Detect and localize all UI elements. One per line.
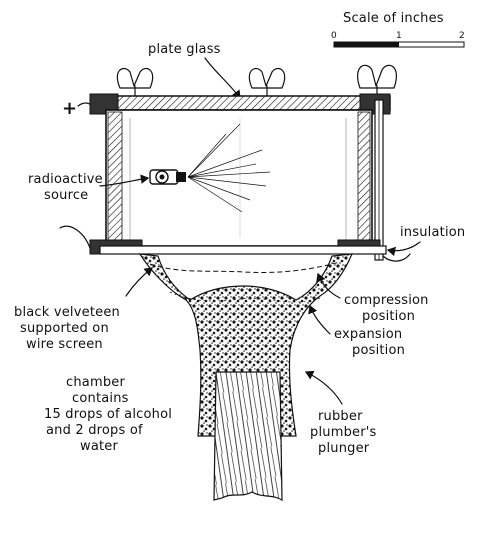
scale-tick-2: 2 — [459, 31, 465, 41]
rubber-plunger-cup — [138, 253, 353, 437]
label-velveteen-line2: supported on — [20, 321, 109, 336]
label-chamber-line5: water — [80, 439, 118, 454]
radioactive-source — [149, 169, 186, 185]
label-compression-line1: compression — [344, 293, 429, 308]
label-expansion-line1: expansion — [334, 327, 402, 342]
label-velveteen-line1: black velveteen — [14, 305, 120, 320]
plate-glass — [99, 95, 391, 111]
arrow-expansion — [308, 304, 331, 335]
label-chamber-line3: 15 drops of alcohol — [44, 407, 172, 422]
wing-nuts — [116, 64, 397, 97]
label-plunger-line2: plumber's — [310, 425, 377, 440]
scale-tick-0: 0 — [331, 31, 337, 41]
label-plate-glass: plate glass — [148, 42, 221, 57]
label-compression-line2: position — [362, 309, 415, 324]
bottom-plate — [99, 245, 387, 255]
scale-bar: Scale of inches 0 1 2 — [331, 11, 465, 48]
label-chamber-line1: chamber — [66, 375, 125, 390]
expansion-line — [169, 291, 321, 303]
arrow-compression — [316, 272, 341, 299]
wire-left — [59, 225, 91, 249]
arrow-velveteen — [125, 267, 153, 297]
label-chamber-line2: contains — [72, 391, 129, 406]
arrow-plunger — [304, 370, 343, 405]
label-radioactive-line1: radioactive — [28, 172, 103, 187]
top-clamp-left — [89, 93, 119, 115]
scale-tick-1: 1 — [396, 31, 402, 41]
label-plus: + — [62, 98, 77, 119]
wooden-handle — [213, 371, 283, 502]
particle-tracks — [187, 123, 271, 213]
label-plunger-line3: plunger — [318, 441, 370, 456]
arrow-insulation — [386, 241, 421, 257]
arrow-plate-glass — [204, 57, 241, 99]
compression-line — [149, 261, 341, 273]
label-chamber-line4: and 2 drops of — [46, 423, 143, 438]
wire-right — [382, 253, 411, 262]
label-plunger-line1: rubber — [318, 409, 363, 424]
label-expansion-line2: position — [352, 343, 405, 358]
label-radioactive-line2: source — [44, 188, 88, 203]
scale-title: Scale of inches — [343, 11, 444, 26]
label-insulation: insulation — [400, 225, 465, 240]
arrow-radioactive-source — [99, 174, 150, 187]
scale-bar-fill — [334, 42, 399, 47]
label-velveteen-line3: wire screen — [26, 337, 103, 352]
